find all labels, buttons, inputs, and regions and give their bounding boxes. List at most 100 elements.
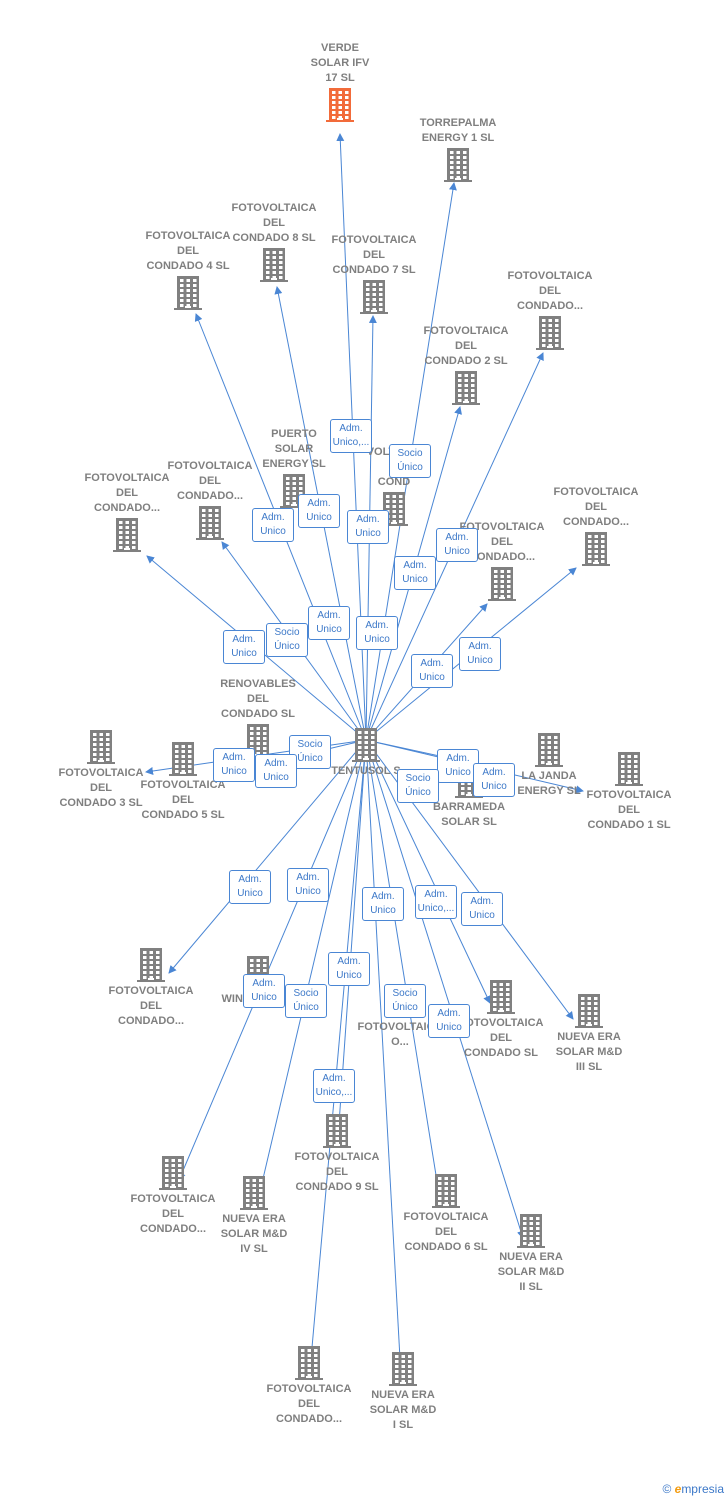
relation-badge[interactable]: Adm. Unico [437, 749, 479, 783]
relation-badge[interactable]: Socio Único [384, 984, 426, 1018]
building-icon[interactable] [280, 88, 400, 122]
relation-badge[interactable]: Adm. Unico [298, 494, 340, 528]
company-node-cl2[interactable]: FOTOVOLTAICA DEL CONDADO... [150, 459, 270, 542]
relation-badge[interactable]: Adm. Unico [308, 606, 350, 640]
building-icon[interactable] [123, 742, 243, 776]
building-icon[interactable] [91, 948, 211, 982]
relation-badge[interactable]: Socio Único [289, 735, 331, 769]
company-node-csl[interactable]: FOTOVOLTAICA DEL CONDADO SL [441, 978, 561, 1061]
building-icon[interactable] [150, 506, 270, 540]
company-label[interactable]: FOTOVOLTAICA DEL CONDADO... [167, 460, 253, 502]
company-node-cl1[interactable]: FOTOVOLTAICA DEL CONDADO... [67, 471, 187, 554]
company-label[interactable]: NUEVA ERA SOLAR M&D I SL [369, 1389, 437, 1431]
company-node-ne4[interactable]: NUEVA ERA SOLAR M&D IV SL [194, 1174, 314, 1257]
company-node-torrepalma[interactable]: TORREPALMA ENERGY 1 SL [398, 116, 518, 184]
company-node-c8[interactable]: FOTOVOLTAICA DEL CONDADO 8 SL [214, 201, 334, 284]
building-icon[interactable] [343, 1352, 463, 1386]
company-label[interactable]: FOTOVOLTAICA DEL CONDADO 2 SL [423, 325, 509, 367]
company-node-cbl[interactable]: FOTOVOLTAICA DEL CONDADO... [91, 946, 211, 1029]
relation-badge[interactable]: Adm. Unico [255, 754, 297, 788]
building-icon[interactable] [406, 371, 526, 405]
relation-badge[interactable]: Adm. Unico,... [330, 419, 372, 453]
building-icon[interactable] [569, 752, 689, 786]
company-node-verde[interactable]: VERDE SOLAR IFV 17 SL [280, 41, 400, 124]
company-node-cbl2[interactable]: FOTOVOLTAICA DEL CONDADO... [113, 1154, 233, 1237]
relation-badge[interactable]: Adm. Unico [223, 630, 265, 664]
company-label[interactable]: FOTOVOLTAICA DEL CONDADO... [507, 270, 593, 312]
building-icon[interactable] [306, 728, 426, 762]
relation-badge[interactable]: Adm. Unico [428, 1004, 470, 1038]
company-node-ne2[interactable]: NUEVA ERA SOLAR M&D II SL [471, 1212, 591, 1295]
company-node-center[interactable]: TENTUSOL S [306, 726, 426, 779]
relation-badge[interactable]: Socio Único [397, 769, 439, 803]
company-label[interactable]: LA JANDA ENERGY SL [517, 770, 581, 797]
relation-badge[interactable]: Adm. Unico [252, 508, 294, 542]
company-node-c7[interactable]: FOTOVOLTAICA DEL CONDADO 7 SL [314, 233, 434, 316]
relation-badge[interactable]: Socio Único [285, 984, 327, 1018]
relation-badge[interactable]: Adm. Unico [461, 892, 503, 926]
company-node-cr1[interactable]: FOTOVOLTAICA DEL CONDADO... [536, 485, 656, 568]
company-label[interactable]: NUEVA ERA SOLAR M&D II SL [497, 1251, 565, 1293]
company-label[interactable]: BARRAMEDA SOLAR SL [432, 801, 506, 828]
company-label[interactable]: VERDE SOLAR IFV 17 SL [310, 42, 370, 84]
company-label[interactable]: FOTOVOLTAICA DEL CONDADO SL [458, 1017, 544, 1059]
building-icon[interactable] [441, 980, 561, 1014]
relation-badge[interactable]: Adm. Unico [459, 637, 501, 671]
company-node-c6[interactable]: FOTOVOLTAICA DEL CONDADO 6 SL [386, 1172, 506, 1255]
relation-badge[interactable]: Socio Único [389, 444, 431, 478]
relation-badge[interactable]: Adm. Unico [394, 556, 436, 590]
company-label[interactable]: RENOVABLES DEL CONDADO SL [220, 678, 296, 720]
company-label[interactable]: FOTOVOLTAICA O... [357, 1021, 443, 1048]
relation-badge[interactable]: Socio Único [266, 623, 308, 657]
relation-badge[interactable]: Adm. Unico [473, 763, 515, 797]
company-label[interactable]: FOTOVOLTAICA DEL CONDADO... [553, 486, 639, 528]
company-label[interactable]: FOTOVOLTAICA DEL CONDADO... [266, 1383, 352, 1425]
relation-badge[interactable]: Adm. Unico [213, 748, 255, 782]
company-label[interactable]: FOTOVOLTAICA DEL CONDADO 5 SL [140, 779, 226, 821]
building-icon[interactable] [128, 276, 248, 310]
company-node-ne3[interactable]: NUEVA ERA SOLAR M&D III SL [529, 992, 649, 1075]
relation-badge[interactable]: Adm. Unico,... [313, 1069, 355, 1103]
relation-badge[interactable]: Adm. Unico [362, 887, 404, 921]
relation-badge[interactable]: Adm. Unico [243, 974, 285, 1008]
company-node-c3[interactable]: FOTOVOLTAICA DEL CONDADO 3 SL [41, 728, 161, 811]
company-label[interactable]: FOTOVOLTAICA DEL CONDADO 4 SL [145, 230, 231, 272]
company-label[interactable]: FOTOVOLTAICA DEL CONDADO 9 SL [294, 1151, 380, 1193]
building-icon[interactable] [489, 733, 609, 767]
relation-badge[interactable]: Adm. Unico [229, 870, 271, 904]
company-label[interactable]: FOTOVOLTAICA DEL CONDADO 8 SL [231, 202, 317, 244]
company-node-cbot[interactable]: FOTOVOLTAICA DEL CONDADO... [249, 1344, 369, 1427]
company-node-janda[interactable]: LA JANDA ENERGY SL [489, 731, 609, 799]
company-label[interactable]: FOTOVOLTAICA DEL CONDADO 6 SL [403, 1211, 489, 1253]
company-label[interactable]: FOTOVOLTAICA DEL CONDADO 7 SL [331, 234, 417, 276]
building-icon[interactable] [529, 994, 649, 1028]
company-node-c5[interactable]: FOTOVOLTAICA DEL CONDADO 5 SL [123, 740, 243, 823]
company-node-ne1[interactable]: NUEVA ERA SOLAR M&D I SL [343, 1350, 463, 1433]
company-node-c9[interactable]: FOTOVOLTAICA DEL CONDADO 9 SL [277, 1112, 397, 1195]
building-icon[interactable] [471, 1214, 591, 1248]
company-node-cr2[interactable]: FOTOVOLTAICA DEL CONDADO... [442, 520, 562, 603]
relation-badge[interactable]: Adm. Unico [328, 952, 370, 986]
building-icon[interactable] [41, 730, 161, 764]
company-label[interactable]: FOTOVOLTAICA DEL CONDADO... [108, 985, 194, 1027]
company-label[interactable]: NUEVA ERA SOLAR M&D IV SL [220, 1213, 288, 1255]
company-label[interactable]: FOTOVOLTAICA DEL CONDADO 3 SL [58, 767, 144, 809]
building-icon[interactable] [214, 248, 334, 282]
relation-badge[interactable]: Adm. Unico [287, 868, 329, 902]
relation-badge[interactable]: Adm. Unico,... [415, 885, 457, 919]
relation-badge[interactable]: Adm. Unico [356, 616, 398, 650]
relation-badge[interactable]: Adm. Unico [347, 510, 389, 544]
building-icon[interactable] [490, 316, 610, 350]
company-label[interactable]: NUEVA ERA SOLAR M&D III SL [555, 1031, 623, 1073]
building-icon[interactable] [67, 518, 187, 552]
company-label[interactable]: PUERTO SOLAR ENERGY SL [262, 428, 326, 470]
company-label[interactable]: TORREPALMA ENERGY 1 SL [419, 117, 497, 144]
company-label[interactable]: FOTOVOLTAICA DEL CONDADO... [84, 472, 170, 514]
company-label[interactable]: FOTOVOLTAICA DEL CONDADO... [130, 1193, 216, 1235]
building-icon[interactable] [277, 1114, 397, 1148]
company-node-c1[interactable]: FOTOVOLTAICA DEL CONDADO 1 SL [569, 750, 689, 833]
building-icon[interactable] [398, 148, 518, 182]
company-label[interactable]: FOTOVOLTAICA DEL CONDADO 1 SL [586, 789, 672, 831]
relation-badge[interactable]: Adm. Unico [411, 654, 453, 688]
building-icon[interactable] [249, 1346, 369, 1380]
